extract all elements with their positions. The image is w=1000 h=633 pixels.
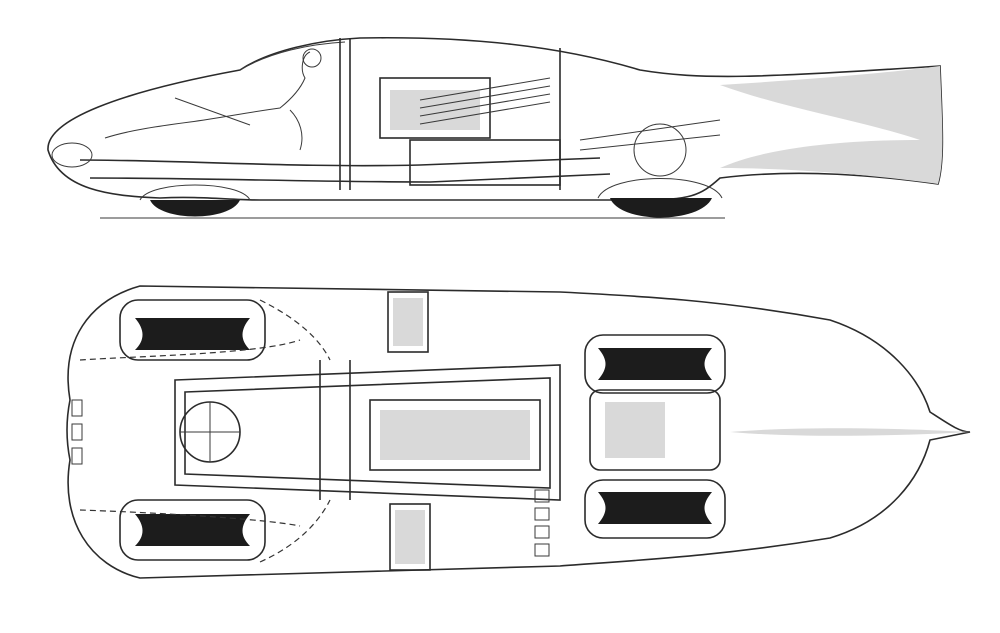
- tail-fin: [720, 66, 943, 184]
- driver-head: [302, 48, 322, 68]
- front-left-wheel-well: [119, 299, 266, 361]
- dashed-line-1: [79, 339, 301, 361]
- exhaust-stub-4: [534, 543, 550, 557]
- dashed-line-2: [79, 509, 301, 527]
- exhaust-stub-2: [534, 507, 550, 521]
- pedal-1: [71, 399, 83, 417]
- front-wheel-arch: [139, 184, 251, 201]
- battery-box-right-fill: [395, 510, 425, 564]
- rear-hub: [633, 123, 687, 177]
- differential: [605, 402, 665, 458]
- plan-engine: [369, 399, 541, 471]
- tail-spike: [730, 428, 970, 436]
- dashed-line-4: [259, 499, 331, 563]
- side-view: [47, 36, 944, 219]
- plan-body-outline: [66, 285, 971, 579]
- chassis-rail-upper: [79, 157, 601, 167]
- body-outline: [47, 36, 944, 201]
- front-left-tire: [135, 318, 250, 350]
- dashed-line-3: [259, 299, 331, 361]
- front-right-wheel-well: [119, 499, 266, 561]
- pedal-3: [71, 447, 83, 465]
- exhaust-stub-1: [534, 489, 550, 503]
- driver-arm: [289, 109, 303, 151]
- fuel-tank: [409, 139, 561, 186]
- chassis-frame: [174, 364, 561, 501]
- chassis-rail-lower: [89, 173, 611, 183]
- chassis-frame-inner: [184, 377, 551, 489]
- pedal-2: [71, 423, 83, 441]
- canopy-line: [239, 41, 346, 71]
- exhaust-stubs: [534, 489, 550, 557]
- rear-left-tire: [598, 348, 712, 380]
- engine-detail: [390, 90, 480, 130]
- battery-box-right: [389, 503, 431, 571]
- exhaust-pipes: [419, 77, 551, 125]
- driver-figure: [104, 51, 311, 139]
- rear-wheel-arch: [597, 178, 723, 199]
- plan-engine-detail: [380, 410, 530, 460]
- rear-right-tire: [598, 492, 712, 524]
- pedal-group: [71, 399, 83, 465]
- battery-box-left-fill: [393, 298, 423, 346]
- rear-axle-housing: [589, 389, 721, 471]
- nose-intake: [51, 142, 93, 168]
- top-view: [66, 285, 971, 579]
- rear-wheel: [610, 198, 712, 218]
- front-right-tire: [135, 514, 250, 546]
- exhaust-stub-3: [534, 525, 550, 539]
- rear-left-wheel-well: [584, 334, 726, 394]
- battery-box-left: [387, 291, 429, 353]
- engine-block: [379, 77, 491, 139]
- drive-shaft: [579, 119, 721, 151]
- steering-column: [174, 97, 251, 126]
- front-wheel: [150, 200, 240, 217]
- rear-right-wheel-well: [584, 479, 726, 539]
